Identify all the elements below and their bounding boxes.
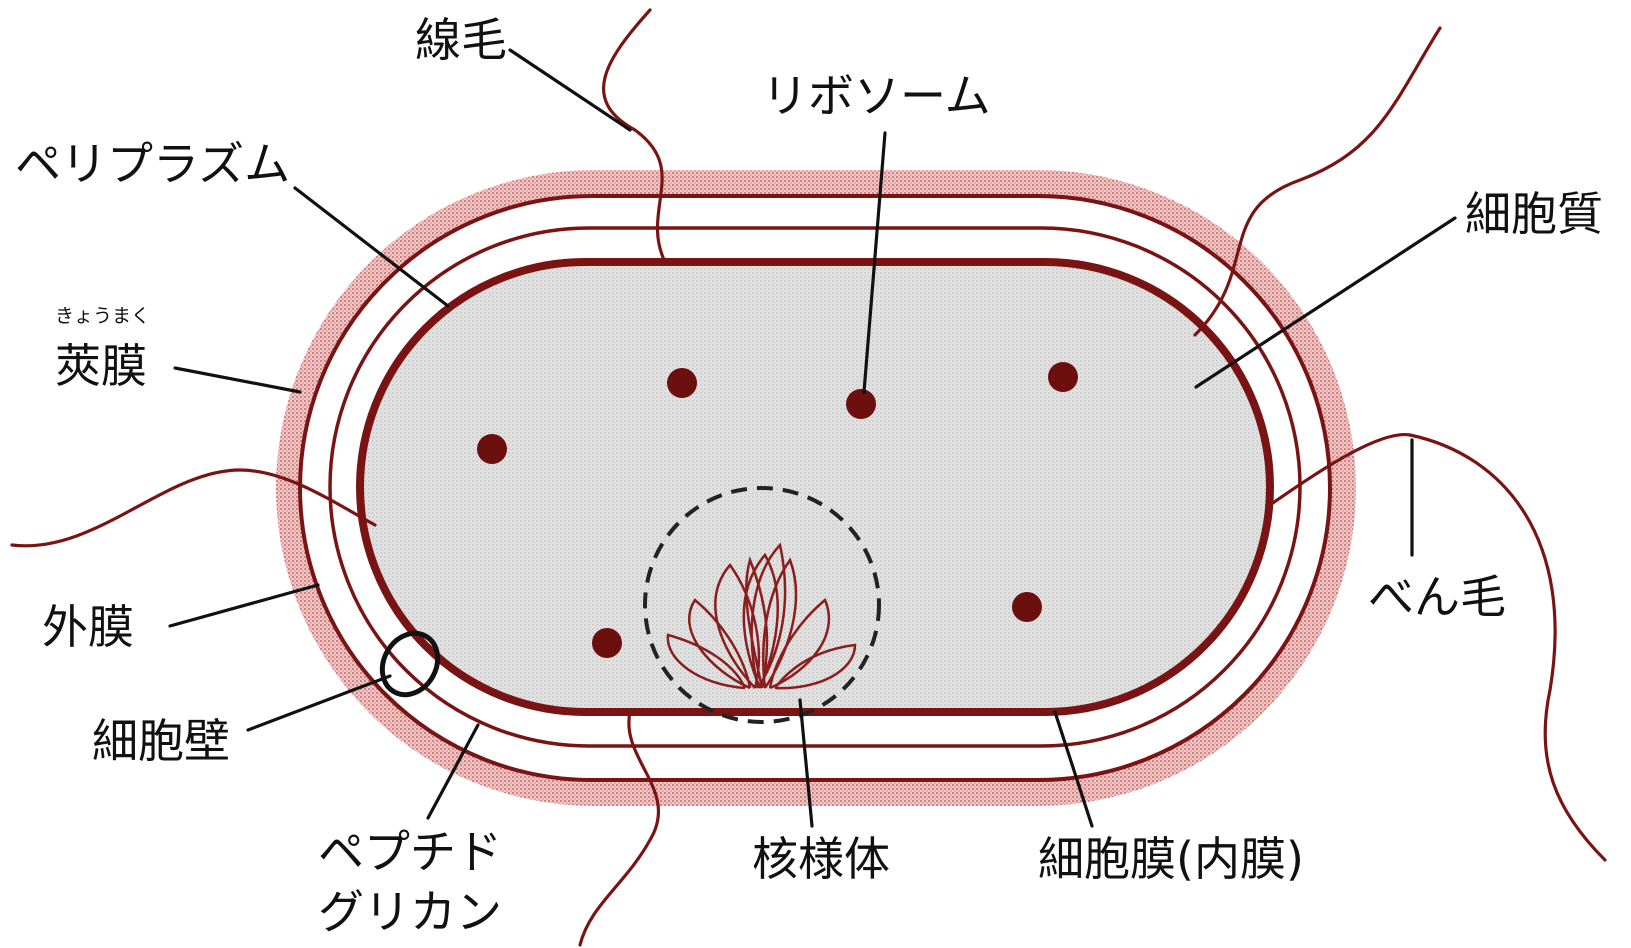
label-cell-membrane: 細胞膜(内膜)	[1038, 832, 1304, 886]
label-ribosome: リボソーム	[762, 69, 991, 123]
cytoplasm	[360, 262, 1270, 712]
ribosome-dot	[667, 368, 697, 398]
label-cytoplasm: 細胞質	[1465, 187, 1603, 241]
label-capsule-ruby: きょうまく	[55, 305, 150, 327]
ribosome-dot	[592, 628, 622, 658]
label-outer-membrane: 外膜	[42, 600, 134, 654]
label-periplasm: ペリプラズム	[15, 137, 290, 191]
ribosome-dot	[1048, 362, 1078, 392]
ribosome-dot	[846, 389, 876, 419]
leader-outer-membrane	[170, 585, 318, 626]
leader-capsule	[175, 368, 300, 392]
label-cell-wall: 細胞壁	[92, 714, 230, 768]
label-nucleoid: 核様体	[752, 832, 890, 886]
label-flagellum: べん毛	[1368, 570, 1506, 624]
label-pilus: 線毛	[415, 13, 507, 67]
label-capsule: 莢膜	[55, 339, 147, 393]
ribosome-dot	[1012, 592, 1042, 622]
ribosome-dot	[477, 434, 507, 464]
label-peptidoglycan-1: ペプチド	[318, 825, 502, 879]
label-peptidoglycan-2: グリカン	[318, 885, 502, 939]
